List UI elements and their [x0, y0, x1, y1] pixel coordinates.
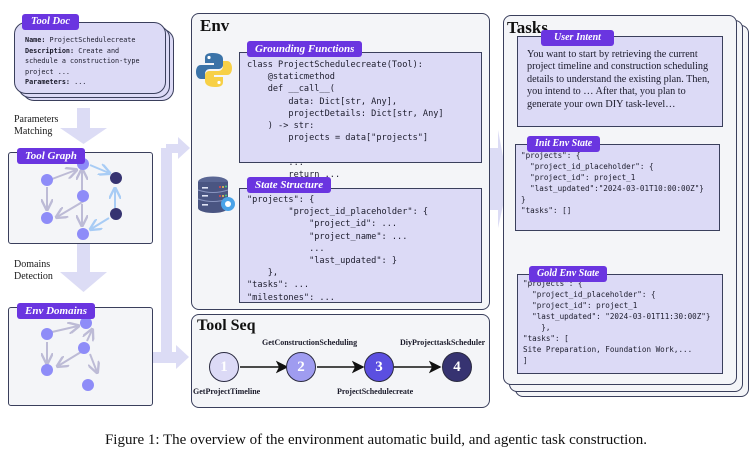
label-line: Domains [14, 259, 51, 270]
doc-desc-line2: schedule a construction-type [25, 57, 140, 66]
doc-key: Name: [25, 36, 46, 44]
seq-node-1: 1 [209, 352, 239, 382]
tool-doc-tag: Tool Doc [22, 14, 79, 30]
figure-caption: Figure 1: The overview of the environmen… [104, 432, 648, 448]
grounding-code: class ProjectSchedulecreate(Tool): @stat… [247, 60, 444, 180]
seq-label-4: DiyProjecttaskScheduler [400, 338, 486, 347]
user-intent-text: You want to start by retrieving the curr… [527, 49, 710, 110]
graph-edge [57, 200, 85, 217]
env-title: Env [200, 16, 230, 35]
arrow-parameters-matching [60, 108, 107, 144]
label-line: Parameters [14, 114, 59, 125]
gold-env-state-code: "projects": { "project_id_placeholder": … [523, 279, 711, 365]
label-domains-detection: Domains Detection [14, 259, 53, 283]
graph-node [77, 190, 89, 202]
doc-value: ... [70, 78, 87, 87]
init-env-state-code: "projects": { "project_id_placeholder": … [521, 151, 704, 215]
seq-node-3: 3 [364, 352, 394, 382]
arrow-to-env [153, 137, 190, 369]
graph-edges-gray [47, 170, 84, 225]
graph-edge [51, 170, 76, 180]
doc-desc-line3: project ... [25, 67, 71, 76]
seq-node-2: 2 [286, 352, 316, 382]
domain-nodes [41, 317, 94, 391]
tasks-title: Tasks [507, 18, 548, 37]
env-panel: Env class ProjectSchedulecreate(Tool): @… [191, 13, 490, 310]
doc-key: Description: [25, 46, 75, 55]
graph-nodes [41, 158, 122, 240]
arrow-domains-detection [60, 244, 107, 292]
user-intent-tag: User Intent [541, 30, 614, 46]
doc-params-line: Parameters: ... [25, 77, 165, 88]
seq-node-4: 4 [442, 352, 472, 382]
gold-env-state-tag: Gold Env State [529, 266, 608, 282]
graph-node [41, 212, 53, 224]
grounding-functions-box: class ProjectSchedulecreate(Tool): @stat… [239, 52, 482, 180]
domain-node [80, 317, 92, 329]
graph-edge [91, 217, 110, 229]
tool-doc-card: Name: ProjectSchedulecreate Description:… [14, 22, 166, 94]
doc-desc-line: Description: Create and [25, 46, 165, 57]
domain-edges [47, 326, 97, 372]
graph-edge [89, 165, 109, 173]
env-domains-panel: Env Domains [8, 303, 154, 406]
doc-key: Parameters: [25, 78, 71, 87]
graph-node [110, 172, 122, 184]
graph-edges-blue [90, 165, 115, 229]
tool-graph-tag: Tool Graph [17, 148, 85, 164]
domain-node [41, 364, 53, 376]
domain-node [41, 328, 53, 340]
label-line: Detection [14, 271, 53, 282]
env-domains-tag: Env Domains [17, 303, 96, 319]
label-parameters-matching: Parameters Matching [14, 114, 58, 138]
domain-edge [87, 330, 92, 341]
tool-seq-arrows [240, 360, 442, 374]
init-env-state-box: "projects": { "project_id_placeholder": … [515, 144, 720, 231]
seq-label-3: ProjectSchedulecreate [337, 387, 414, 396]
seq-label-2: GetConstructionScheduling [262, 338, 358, 347]
tool-graph-svg [41, 158, 122, 240]
graph-node [41, 174, 53, 186]
state-structure-tag: State Structure [247, 177, 332, 193]
seq-label-1: GetProjectTimeline [193, 387, 261, 396]
tool-doc-body: Name: ProjectSchedulecreate Description:… [25, 35, 165, 88]
domain-edge [90, 353, 97, 372]
init-env-state-tag: Init Env State [527, 136, 601, 152]
database-icon [197, 176, 235, 213]
env-domains-svg [41, 317, 154, 391]
tool-doc: Name: ProjectSchedulecreate Description:… [14, 14, 176, 102]
label-line: Matching [14, 126, 53, 137]
domain-edge [51, 326, 78, 332]
doc-value: Create and [74, 46, 120, 55]
state-structure-code: "projects": { "project_id_placeholder": … [247, 195, 429, 303]
tool-seq-title: Tool Seq [197, 317, 256, 334]
domain-node [82, 379, 94, 391]
state-structure-box: "projects": { "project_id_placeholder": … [239, 188, 482, 303]
doc-value: ProjectSchedulecreate [45, 36, 136, 44]
python-icon [196, 53, 232, 87]
graph-node [110, 208, 122, 220]
tool-seq-panel: Tool Seq 1 2 3 4 GetProjectTimeline GetC… [191, 314, 490, 408]
domain-edge [58, 351, 82, 366]
tool-graph-panel: Tool Graph [8, 148, 153, 244]
grounding-functions-tag: Grounding Functions [247, 41, 363, 57]
user-intent-box: You want to start by retrieving the curr… [517, 36, 723, 127]
gold-env-state-box: "projects": { "project_id_placeholder": … [517, 274, 723, 374]
graph-node [77, 228, 89, 240]
domain-node [78, 342, 90, 354]
tasks-panel: Tasks You want to start by retrieving th… [503, 15, 737, 385]
doc-name-line: Name: ProjectSchedulecreate [25, 35, 165, 46]
